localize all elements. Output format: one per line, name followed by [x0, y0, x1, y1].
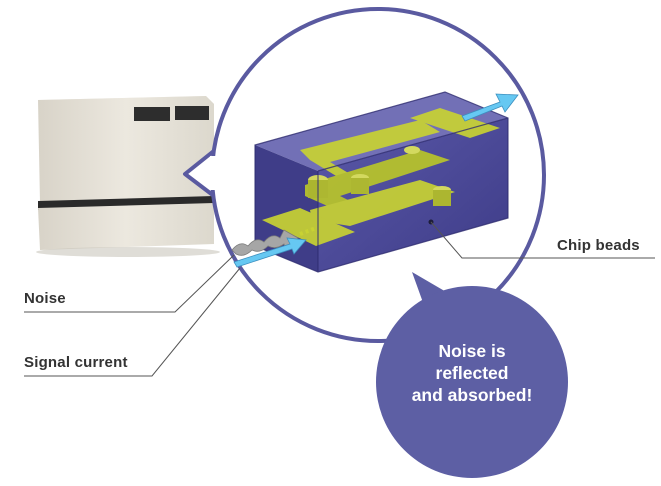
via-3-body: [433, 190, 451, 206]
conductor-loop-3: [310, 180, 455, 226]
via-4: [404, 146, 420, 154]
bubble-line-2: reflected: [435, 363, 509, 383]
speech-bubble-circle: [376, 286, 568, 478]
conductor-top-lead: [410, 108, 500, 138]
device-display-left: [134, 107, 170, 121]
chip-beads-label: Chip beads: [557, 237, 640, 254]
device-lower-body: [38, 203, 214, 250]
device-display-right: [175, 106, 209, 120]
chip-bead: [254, 91, 509, 273]
via-2-body: [351, 178, 369, 194]
magnifier-tail-cover: [210, 156, 222, 190]
device-upper-body: [38, 96, 214, 203]
device-shadow: [36, 247, 220, 257]
conductor-bottom-lead: [262, 208, 355, 246]
device-slot: [38, 196, 214, 210]
noise-leader: [24, 254, 235, 313]
leader-lines: [24, 221, 655, 377]
speech-bubble: [376, 272, 568, 478]
noise-absorbed-dots: [299, 226, 317, 236]
device: [36, 96, 220, 257]
bubble-line-3: and absorbed!: [411, 385, 533, 405]
signal-arrow-out: [461, 93, 519, 122]
signal-arrows: [231, 93, 519, 268]
noise-label: Noise: [24, 290, 66, 307]
signal-current-label: Signal current: [24, 354, 128, 371]
signal-arrow-in: [233, 237, 307, 268]
bubble-line-1: Noise is: [438, 341, 506, 361]
signal-leader: [24, 267, 241, 377]
speech-bubble-text: Noise is reflected and absorbed!: [387, 340, 557, 406]
conductor-loop-2: [305, 150, 450, 216]
chip-beads-leader: [430, 221, 655, 259]
